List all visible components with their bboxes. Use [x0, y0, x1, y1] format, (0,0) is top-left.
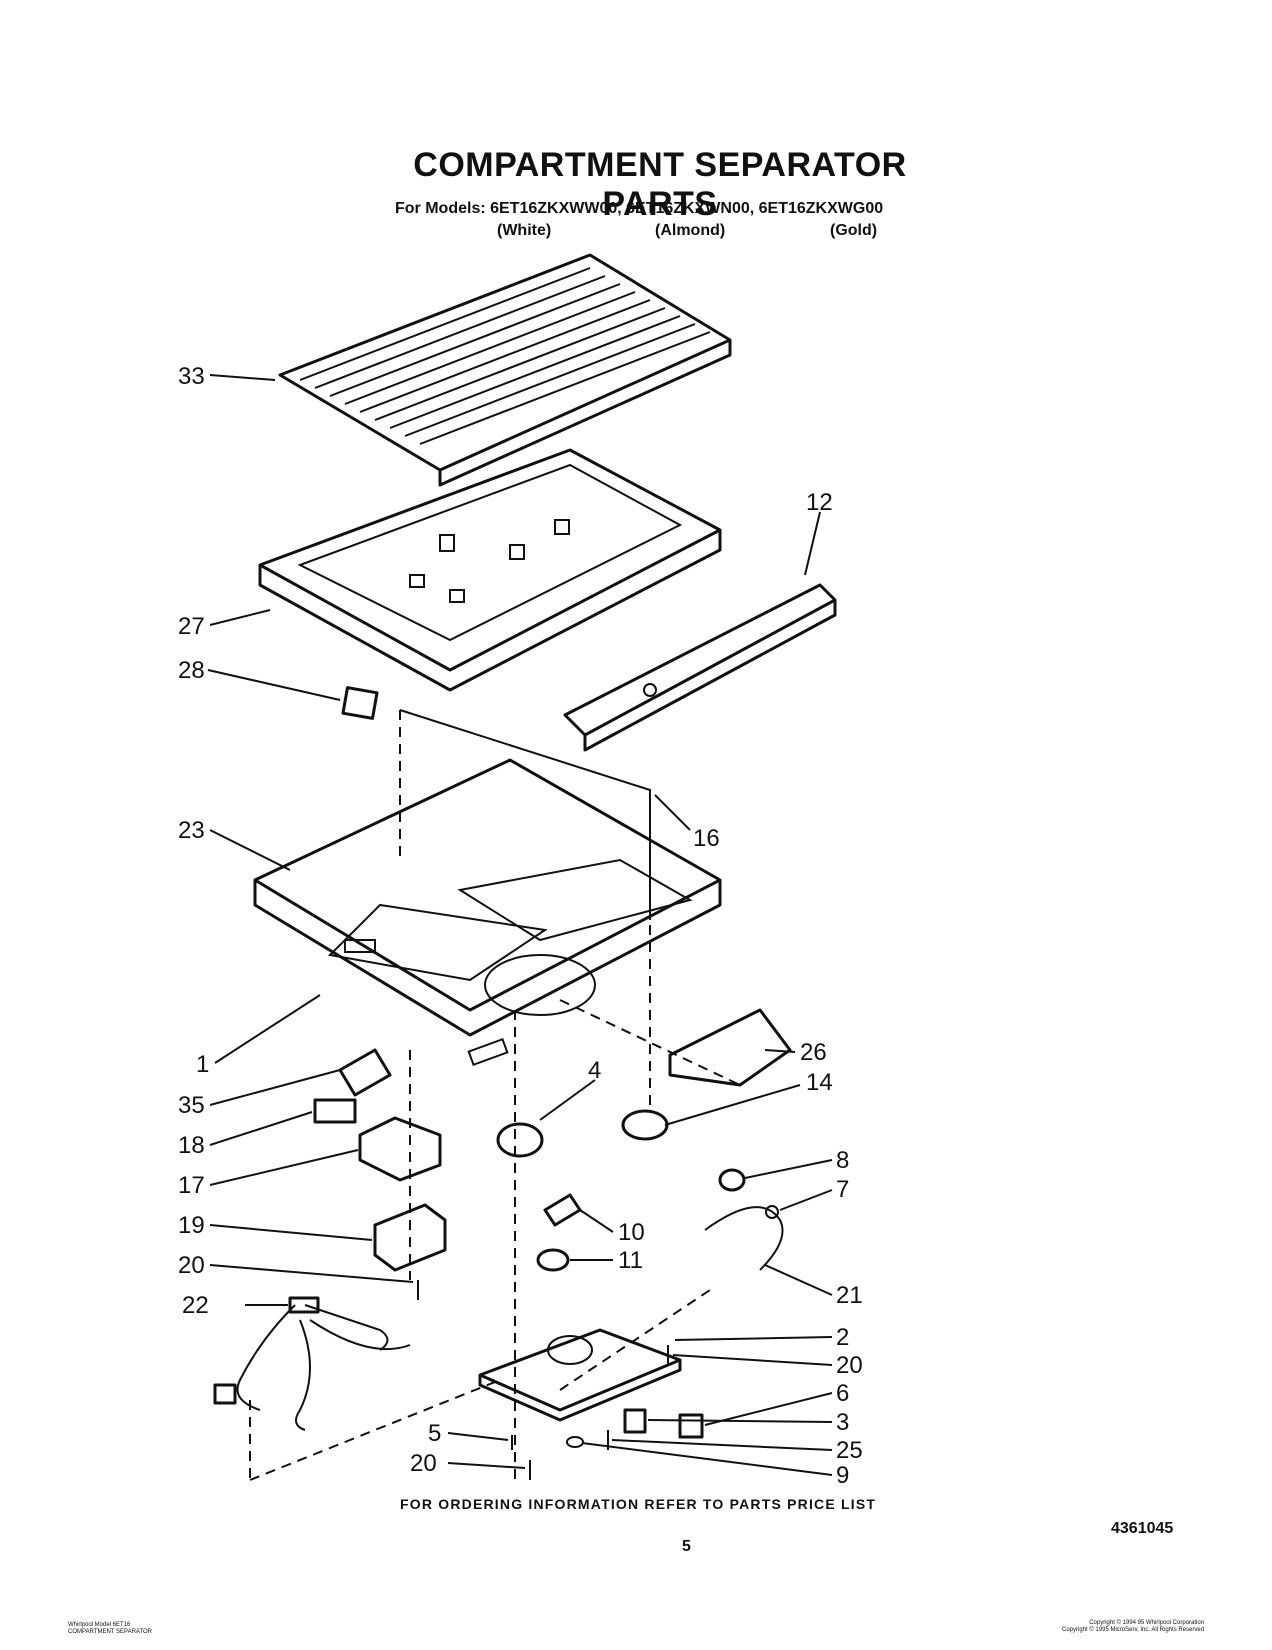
callout-8: 8 [836, 1147, 849, 1174]
block-part-28 [341, 686, 379, 720]
callout-14: 14 [806, 1069, 833, 1096]
knob-part-4 [496, 1122, 544, 1158]
rail-part-12 [563, 583, 837, 752]
part-6 [678, 1413, 704, 1439]
callout-6: 6 [836, 1380, 849, 1407]
callout-22: 22 [182, 1292, 209, 1319]
page-number: 5 [682, 1538, 691, 1555]
footer-small-right-line: Copyright © 1994 95 Whirlpool Corporatio… [1089, 1620, 1205, 1626]
ordering-note: FOR ORDERING INFORMATION REFER TO PARTS … [400, 1496, 877, 1512]
footer-small-left-line: Whirlpool Model 6ET16 [68, 1622, 131, 1628]
callout-20a: 20 [178, 1252, 205, 1279]
color-label-gold: (Gold) [830, 222, 878, 239]
document-number: 4361045 [1111, 1520, 1174, 1537]
footer-small-left-line: COMPARTMENT SEPARATOR [68, 1629, 153, 1635]
duct-part-26 [668, 1008, 792, 1087]
page-title: COMPARTMENT SEPARATOR PARTS [413, 146, 907, 223]
callout-12: 12 [806, 489, 833, 516]
washer-part-11 [536, 1248, 570, 1272]
part-3 [623, 1408, 647, 1434]
callout-11: 11 [618, 1247, 643, 1274]
knob-part-14 [621, 1109, 669, 1141]
callout-19: 19 [178, 1212, 205, 1239]
callout-23: 23 [178, 817, 205, 844]
callout-26: 26 [800, 1039, 827, 1066]
switch-part-10 [543, 1193, 582, 1227]
callout-28: 28 [178, 657, 205, 684]
callout-17: 17 [178, 1172, 205, 1199]
frame-part-27 [258, 448, 722, 692]
callout-25: 25 [836, 1437, 863, 1464]
connector-part-7 [765, 1205, 779, 1219]
separator-body-part-23 [253, 758, 722, 1067]
footer-small-right-line: Copyright © 1995 MicroServ, Inc. All Rig… [1062, 1627, 1205, 1633]
callout-33: 33 [178, 363, 205, 390]
callout-1: 1 [196, 1051, 209, 1078]
cover-part-18 [313, 1098, 357, 1124]
clip-part-35 [338, 1048, 392, 1097]
harness-part-22 [213, 1296, 411, 1431]
footer-small-right: Copyright © 1994 95 Whirlpool Corporatio… [1062, 1620, 1204, 1634]
grille-part-33 [278, 253, 732, 487]
callout-3: 3 [836, 1409, 849, 1436]
callout-7: 7 [836, 1176, 849, 1203]
footer-small-left: Whirlpool Model 6ET16 COMPARTMENT SEPARA… [68, 1622, 152, 1636]
part-9 [566, 1436, 584, 1448]
callout-4: 4 [588, 1057, 601, 1084]
color-label-white: (White) [497, 222, 552, 239]
wire-part-21 [704, 1206, 784, 1271]
color-label-almond: (Almond) [655, 222, 726, 239]
callout-5: 5 [428, 1420, 441, 1447]
callout-20b: 20 [836, 1352, 863, 1379]
callout-10: 10 [618, 1219, 645, 1246]
callout-2: 2 [836, 1324, 849, 1351]
callout-9: 9 [836, 1462, 849, 1489]
bracket-part-19 [373, 1203, 447, 1272]
housing-part-17 [358, 1116, 442, 1182]
wire-part-16 [399, 709, 651, 920]
callout-18: 18 [178, 1132, 205, 1159]
callout-16: 16 [693, 825, 720, 852]
callout-35: 35 [178, 1092, 205, 1119]
callout-27: 27 [178, 613, 205, 640]
callout-21: 21 [836, 1282, 863, 1309]
ring-part-8 [718, 1168, 746, 1192]
callout-20c: 20 [410, 1450, 437, 1477]
models-line: For Models: 6ET16ZKXWW00, 6ET16ZKXWN00, … [395, 200, 884, 217]
